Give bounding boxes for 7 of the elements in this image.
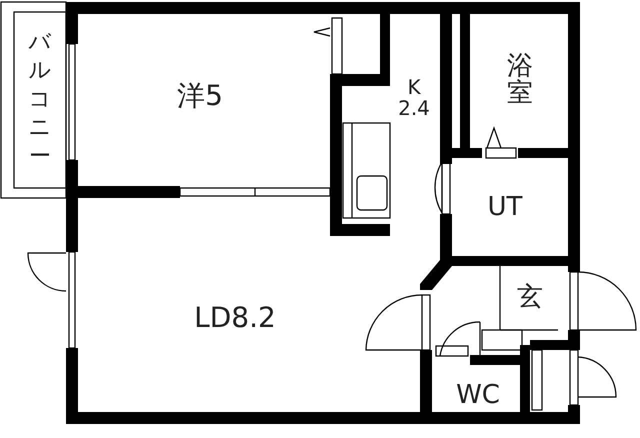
room-label: 浴室 (505, 52, 535, 108)
room-label: WC (448, 382, 508, 410)
room-label: 洋5 (160, 81, 240, 111)
room-label: UT (475, 194, 535, 222)
room-label: 玄 (512, 284, 548, 312)
room-label: K 2.4 (394, 77, 434, 119)
room-label: LD8.2 (180, 303, 290, 333)
